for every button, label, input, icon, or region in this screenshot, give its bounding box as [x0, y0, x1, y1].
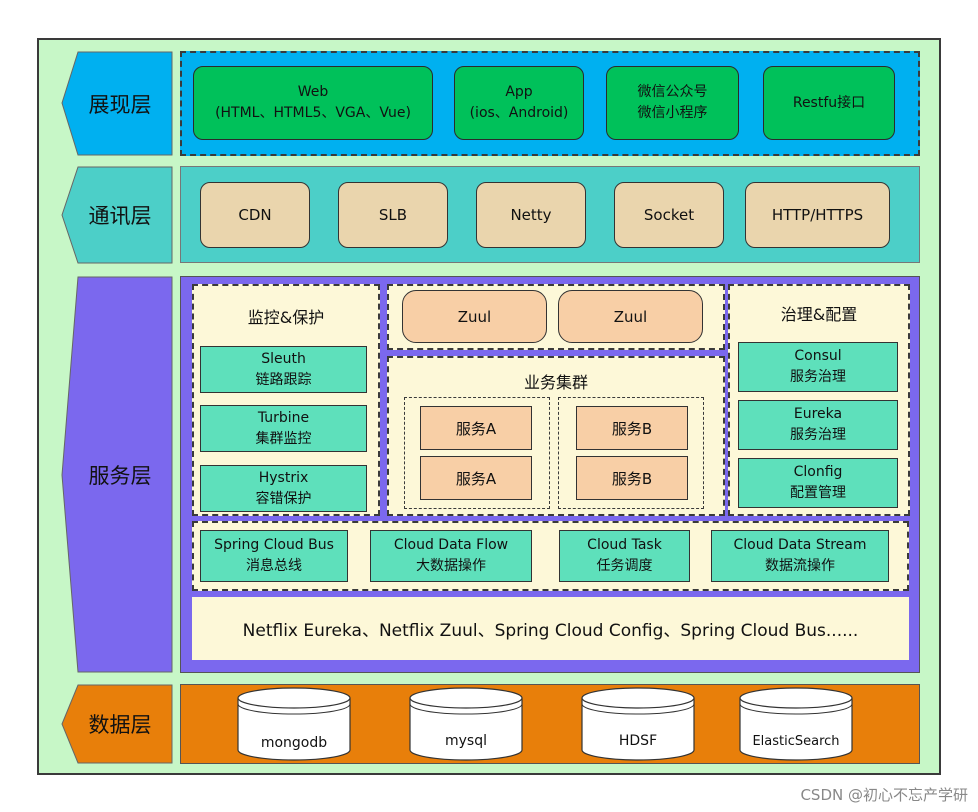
- eureka-desc: 服务治理: [790, 427, 846, 443]
- wechat-box: 微信公众号 微信小程序: [606, 66, 739, 140]
- service-b-box-2: 服务B: [576, 456, 688, 500]
- sleuth-box: Sleuth 链路跟踪: [200, 346, 367, 393]
- eureka-box: Eureka 服务治理: [738, 400, 898, 450]
- spring-cloud-bus-desc: 消息总线: [246, 558, 302, 574]
- slb-box: SLB: [338, 182, 448, 248]
- cloud-data-flow-desc: 大数据操作: [416, 558, 486, 574]
- service-a-box-1: 服务A: [420, 406, 532, 450]
- presentation-layer-label: 展现层: [88, 92, 152, 117]
- service-a-box-2: 服务A: [420, 456, 532, 500]
- zuul-box-1: Zuul: [402, 290, 547, 343]
- monitor-title: 监控&保护: [247, 308, 325, 327]
- mongodb-cylinder: [237, 687, 351, 761]
- turbine-box: Turbine 集群监控: [200, 405, 367, 452]
- wechat-title: 微信公众号: [637, 84, 708, 100]
- service-b-group: [558, 397, 704, 509]
- cloud-task-name: Cloud Task: [587, 537, 662, 553]
- service-label-shape: [61, 276, 173, 673]
- web-title: Web: [297, 84, 329, 100]
- governance-title: 治理&配置: [780, 305, 858, 324]
- elasticsearch-label: ElasticSearch: [752, 733, 840, 749]
- consul-box: Consul 服务治理: [738, 342, 898, 392]
- cloud-task-box: Cloud Task 任务调度: [559, 530, 690, 582]
- http-box: HTTP/HTTPS: [745, 182, 890, 248]
- cloud-data-stream-box: Cloud Data Stream 数据流操作: [711, 530, 889, 582]
- hystrix-name: Hystrix: [258, 469, 309, 486]
- zuul-box-2: Zuul: [558, 290, 703, 343]
- cdn-box: CDN: [200, 182, 310, 248]
- netty-box: Netty: [476, 182, 586, 248]
- communication-layer-label: 通讯层: [88, 204, 152, 228]
- socket-box: Socket: [614, 182, 724, 248]
- turbine-desc: 集群监控: [255, 430, 312, 447]
- web-subtitle: (HTML、HTML5、VGA、Vue): [215, 105, 411, 121]
- app-subtitle: (ios、Android): [469, 105, 569, 121]
- service-b-box-1: 服务B: [576, 406, 688, 450]
- app-box: App (ios、Android): [454, 66, 584, 140]
- hdsf-cylinder: [581, 687, 695, 761]
- consul-name: Consul: [794, 348, 842, 364]
- cloud-data-stream-desc: 数据流操作: [765, 558, 835, 574]
- cluster-title: 业务集群: [523, 373, 588, 392]
- restful-title: Restfu接口: [792, 94, 866, 111]
- hystrix-box: Hystrix 容错保护: [200, 465, 367, 512]
- cloud-task-desc: 任务调度: [596, 558, 653, 574]
- clonfig-name: Clonfig: [793, 464, 843, 480]
- spring-cloud-bus-name: Spring Cloud Bus: [214, 537, 334, 553]
- service-a-group: [404, 397, 550, 509]
- eureka-name: Eureka: [793, 406, 843, 422]
- turbine-name: Turbine: [257, 409, 310, 426]
- netflix-banner: Netflix Eureka、Netflix Zuul、Spring Cloud…: [192, 597, 909, 660]
- app-title: App: [505, 84, 533, 100]
- cloud-data-flow-name: Cloud Data Flow: [393, 537, 509, 553]
- elasticsearch-cylinder: [739, 687, 853, 761]
- hystrix-desc: 容错保护: [255, 490, 312, 507]
- clonfig-box: Clonfig 配置管理: [738, 458, 898, 508]
- hdsf-label: HDSF: [618, 733, 658, 749]
- mysql-cylinder: [409, 687, 523, 761]
- wechat-subtitle: 微信小程序: [637, 105, 708, 121]
- mysql-label: mysql: [445, 733, 487, 749]
- sleuth-name: Sleuth: [261, 350, 306, 367]
- data-label-shape: [61, 684, 173, 764]
- service-layer-label: 服务层: [88, 463, 152, 488]
- mongodb-label: mongodb: [260, 735, 328, 751]
- communication-label-shape: [61, 166, 173, 264]
- data-layer-label: 数据层: [88, 713, 152, 737]
- consul-desc: 服务治理: [790, 369, 846, 385]
- cloud-data-flow-box: Cloud Data Flow 大数据操作: [370, 530, 532, 582]
- presentation-label-shape: [61, 51, 173, 156]
- cloud-data-stream-name: Cloud Data Stream: [733, 537, 867, 553]
- restful-box: Restfu接口: [763, 66, 895, 140]
- web-box: Web (HTML、HTML5、VGA、Vue): [193, 66, 433, 140]
- watermark: CSDN @初心不忘产学研: [800, 786, 968, 804]
- clonfig-desc: 配置管理: [790, 485, 846, 501]
- spring-cloud-bus-box: Spring Cloud Bus 消息总线: [200, 530, 348, 582]
- sleuth-desc: 链路跟踪: [255, 371, 312, 388]
